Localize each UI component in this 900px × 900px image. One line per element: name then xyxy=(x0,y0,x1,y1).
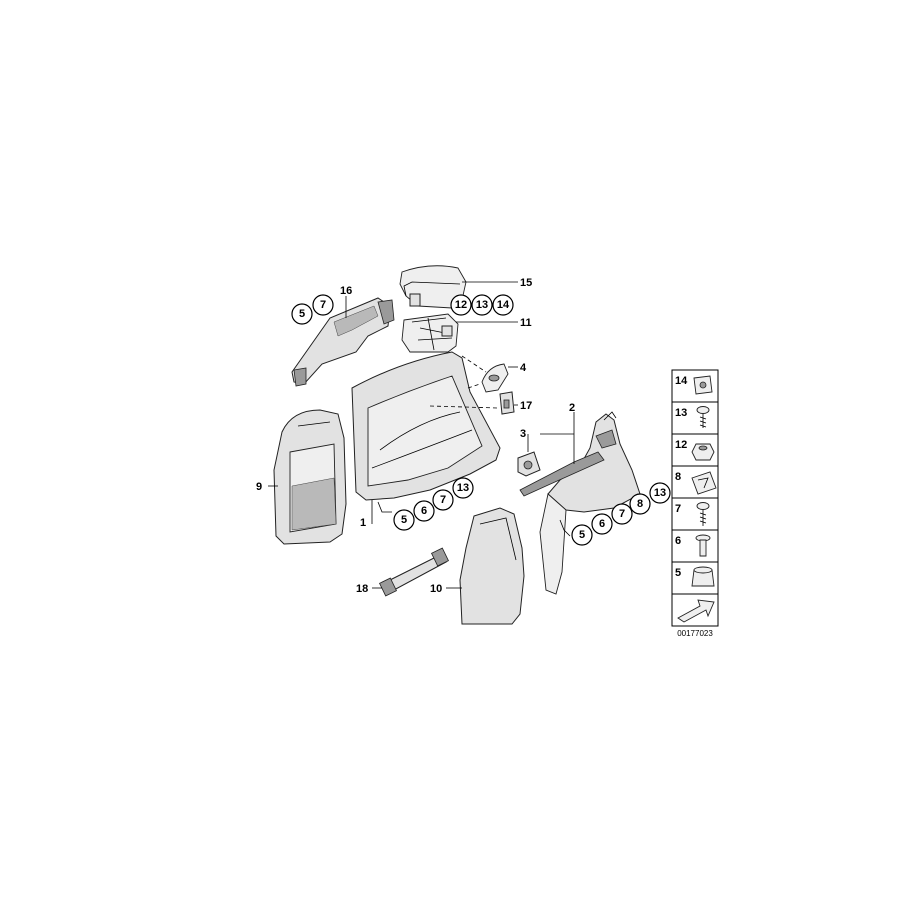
legend-label-6: 6 xyxy=(675,535,681,547)
circle-12: 12 xyxy=(455,299,467,311)
circle-5: 5 xyxy=(579,529,585,541)
circle-7: 7 xyxy=(619,508,625,520)
legend-label-12: 12 xyxy=(675,439,687,451)
leader-1-group xyxy=(377,501,392,513)
part-16-upper-trim xyxy=(291,297,395,387)
fastener-legend: 14 13 12 8 7 6 5 xyxy=(671,369,719,627)
dashed-leader-4 xyxy=(461,355,487,389)
circle-group-16: 5 7 xyxy=(291,294,334,325)
callout-18: 18 xyxy=(356,583,368,595)
part-11-bracket xyxy=(401,313,459,353)
callout-10: 10 xyxy=(430,583,442,595)
circle-13: 13 xyxy=(476,299,488,311)
callout-17: 17 xyxy=(520,400,532,412)
part-18-strap xyxy=(379,547,449,597)
callout-4: 4 xyxy=(520,362,527,374)
legend-label-5: 5 xyxy=(675,567,681,579)
part-1-side-panel xyxy=(351,351,501,501)
legend-label-14: 14 xyxy=(675,375,688,387)
circle-14: 14 xyxy=(497,299,510,311)
tapping-screw-icon xyxy=(696,502,710,526)
circle-6: 6 xyxy=(599,518,605,530)
circle-group-11: 12 13 14 xyxy=(450,294,514,316)
part-9-rear-panel xyxy=(273,409,347,545)
circle-7: 7 xyxy=(440,494,446,506)
circle-7: 7 xyxy=(320,299,326,311)
spring-clip-icon xyxy=(691,471,717,495)
circle-group-1: 5 6 7 13 xyxy=(393,477,474,531)
callout-9: 9 xyxy=(256,481,262,493)
dashed-leader-17 xyxy=(429,405,499,409)
circle-6: 6 xyxy=(421,505,427,517)
part-2-right-trim xyxy=(519,411,641,595)
legend-label-8: 8 xyxy=(675,471,681,483)
circle-13: 13 xyxy=(457,482,469,494)
part-17-hook xyxy=(499,391,515,415)
hex-nut-icon xyxy=(691,443,715,461)
callout-11: 11 xyxy=(520,317,532,329)
clip-nut-icon xyxy=(693,375,713,395)
callout-3: 3 xyxy=(520,428,526,440)
screw-icon xyxy=(696,406,710,428)
circle-5: 5 xyxy=(401,514,407,526)
part-4-clip xyxy=(481,363,509,393)
part-3-retainer xyxy=(517,451,541,477)
direction-arrow-icon xyxy=(677,599,715,623)
leader-2-group xyxy=(559,519,571,537)
circle-8: 8 xyxy=(637,498,643,510)
legend-label-7: 7 xyxy=(675,503,681,515)
circle-group-2: 5 6 7 8 13 xyxy=(571,482,671,546)
expanding-rivet-icon xyxy=(695,534,711,557)
callout-2: 2 xyxy=(569,402,575,414)
part-15-cover xyxy=(399,265,467,309)
callout-1: 1 xyxy=(360,517,366,529)
diagram-code: 00177023 xyxy=(677,629,713,638)
part-10-floor-panel xyxy=(459,507,525,625)
circle-5: 5 xyxy=(299,308,305,320)
expanding-nut-icon xyxy=(691,566,715,587)
callout-15: 15 xyxy=(520,277,532,289)
callout-16: 16 xyxy=(340,285,352,297)
legend-label-13: 13 xyxy=(675,407,687,419)
circle-13: 13 xyxy=(654,487,666,499)
